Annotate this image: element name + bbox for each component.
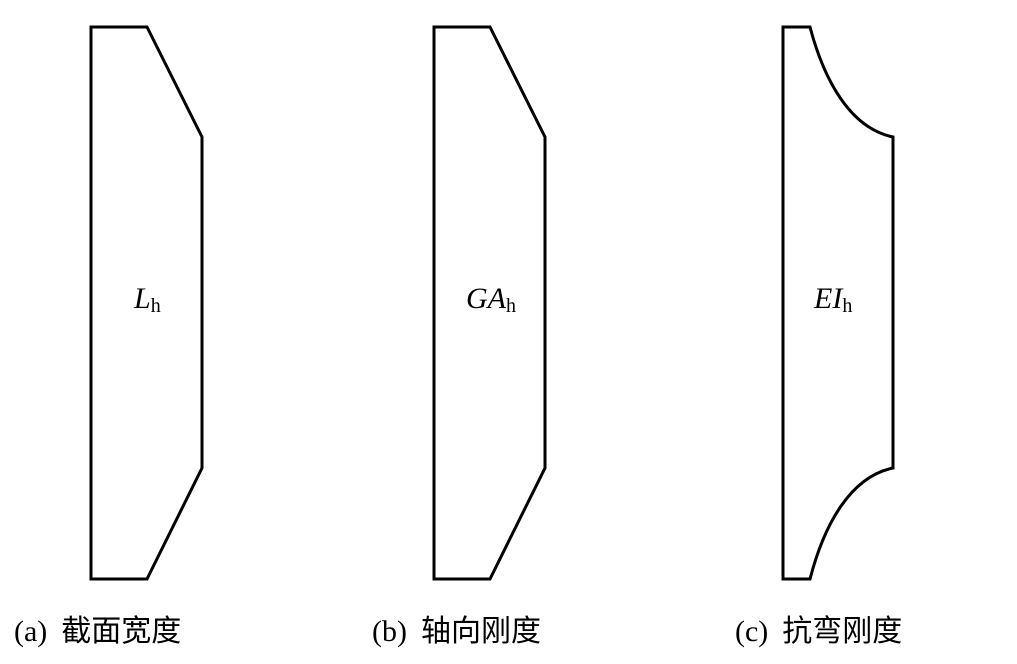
label-a: Lh [134,282,161,317]
caption-c: (c)抗弯刚度 [735,614,903,649]
bending-stiffness-shape [781,25,895,581]
axial-stiffness-shape [432,25,547,581]
label-c: EIh [814,282,853,317]
caption-a: (a)截面宽度 [14,614,182,649]
caption-b: (b)轴向刚度 [372,614,541,649]
section-width-shape [89,25,204,581]
label-b: GAh [466,282,516,317]
